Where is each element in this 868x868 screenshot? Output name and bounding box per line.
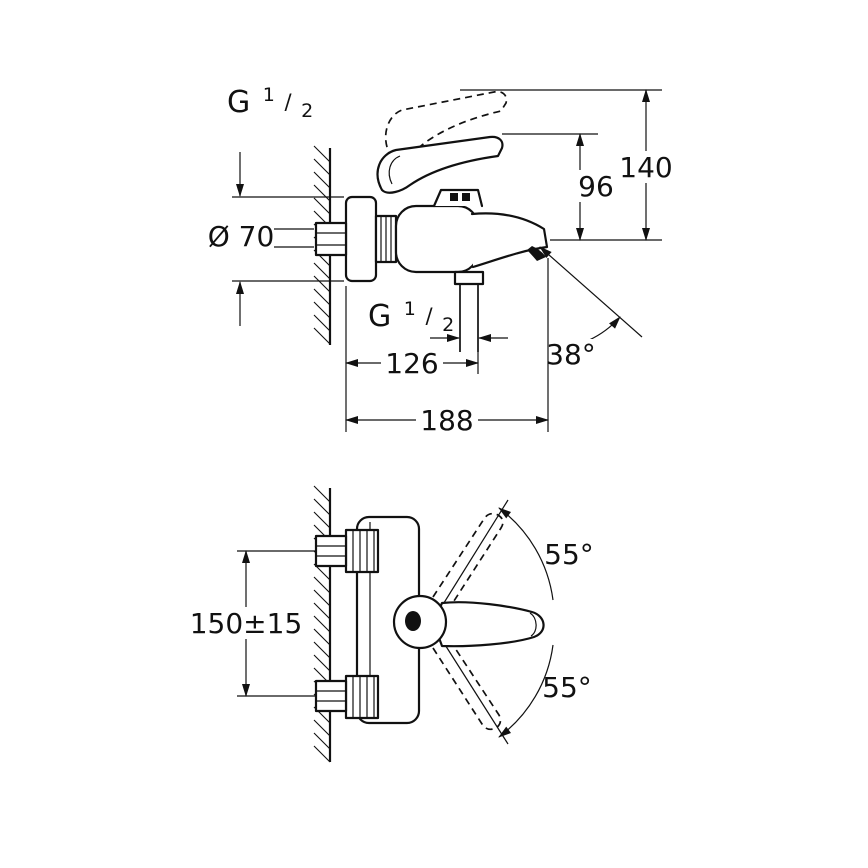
union-top-threads: [352, 530, 375, 572]
lever-tip-line: [529, 612, 537, 637]
nut-bottom: [314, 679, 348, 713]
mixer-body: [394, 204, 480, 274]
dim-188: 188: [345, 258, 549, 437]
nut-top-facets: [316, 545, 346, 557]
dim-140-text: 140: [619, 151, 672, 184]
faucet-swing-view: [314, 499, 545, 745]
text-backing: [381, 347, 443, 379]
swing-arc-up: [498, 507, 554, 601]
cartridge-screw-right: [462, 193, 470, 201]
dim-diameter-text: Ø 70: [208, 220, 275, 253]
dim-126-text: 126: [385, 347, 438, 380]
nut-bottom-facets: [316, 690, 346, 702]
wall-union-nut: [314, 221, 348, 257]
faucet-side-view: [274, 90, 549, 352]
dim-angle-55-bottom: 55°: [498, 644, 592, 738]
dim-150: 150±15: [190, 550, 316, 697]
bottom-view: 55° 55° 150±15: [190, 485, 594, 763]
lever-handle: [376, 135, 504, 194]
text-backing: [616, 151, 676, 183]
wall-hatching: [313, 485, 331, 763]
pivot-dot: [405, 611, 421, 631]
lever-up-dashed: [432, 512, 504, 605]
thread-top-denominator: 2: [301, 100, 313, 122]
thread-top-base: G: [227, 85, 250, 120]
angle-38-text: 38°: [546, 338, 596, 371]
wall-section-bottom: [313, 485, 332, 763]
swing-ray-down: [441, 639, 509, 745]
swing-ray-up: [441, 499, 509, 607]
text-backing: [544, 339, 600, 369]
dim-diameter-70: Ø 70: [208, 152, 344, 326]
lever-raised-dashed: [384, 90, 508, 159]
dim-96: 96: [502, 133, 662, 241]
lever-inner-line: [388, 155, 401, 185]
nut-top: [314, 534, 348, 568]
thread-bottom-numerator: 1: [404, 298, 416, 320]
hose-outlet-collar: [453, 270, 485, 286]
thread-bottom-base: G: [368, 299, 391, 334]
dim-angle-55-top: 55°: [498, 507, 594, 601]
lever-center-solid: [435, 601, 545, 648]
spout: [470, 212, 549, 269]
supply-stub-lines: [274, 228, 314, 248]
dim-96-text: 96: [578, 170, 614, 203]
escutcheon: [344, 195, 378, 283]
union-top: [344, 528, 380, 574]
top-view: G 1 / 2 Ø 70 96 140: [208, 74, 676, 437]
connector-threads: [380, 216, 392, 262]
wall-union-nut-facets: [316, 232, 346, 246]
dim-140: 140: [460, 89, 676, 241]
thread-label-bottom: G 1 / 2: [368, 288, 454, 336]
thread-label-bottom-group: G 1 / 2: [368, 288, 508, 342]
dim-126: 126: [345, 286, 479, 432]
thread-label-top: G 1 / 2: [227, 74, 313, 122]
angle-55-bottom-text: 55°: [542, 671, 592, 704]
thread-bottom-denominator: 2: [442, 314, 454, 336]
text-backing: [577, 170, 615, 202]
angle-55-top-text: 55°: [544, 538, 594, 571]
thread-bottom-slash: /: [425, 304, 433, 328]
text-backing: [194, 607, 298, 639]
union-bottom-threads: [352, 676, 375, 718]
dim-188-text: 188: [420, 404, 473, 437]
spout-angle-line: [539, 246, 643, 338]
swing-arc-down: [498, 644, 554, 738]
dim-150-text: 150±15: [190, 607, 303, 640]
text-backing: [416, 404, 478, 436]
dim-angle-38: 38°: [539, 246, 643, 371]
thread-top-slash: /: [284, 90, 292, 114]
union-bottom: [344, 674, 380, 720]
cartridge-screw-left: [450, 193, 458, 201]
thread-top-numerator: 1: [263, 84, 275, 106]
